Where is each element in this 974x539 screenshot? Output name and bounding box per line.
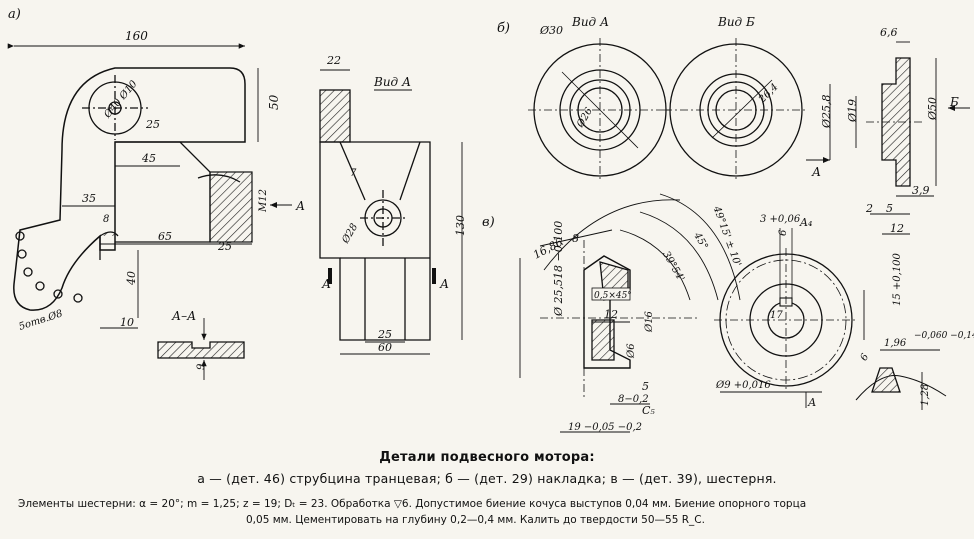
dim-12v: 12 [604,308,618,321]
dim-35: 35 [82,192,96,205]
figure-caption: Детали подвесного мотора: а — (дет. 46) … [0,450,974,486]
dim-40: 40 [125,271,138,286]
dim-7: 7 [350,168,357,179]
tooth-6: 6 [859,351,872,363]
dim-60: 60 [378,341,392,354]
notes-line-2: 0,05 мм. Цементировать на глубину 0,2—0,… [246,514,705,526]
dim-5v: 5 [642,380,649,393]
dim-25: 25 [145,118,160,131]
dim-130: 130 [454,215,467,236]
dim-d25-8: Ø25,8 [820,94,833,129]
dim-39-54: 39°54' [660,250,686,284]
dim-a4: A₄ [799,216,812,229]
dim-6-6: 6,6 [880,26,898,39]
dim-45: 45 [141,152,156,165]
dim-d50: Ø50 [926,97,939,121]
tooth-tol: −0,060 −0,140 [914,331,974,341]
dim-d19: Ø19 [846,99,859,123]
gear-notes: Элементы шестерни: α = 20°; m = 1,25; z … [18,496,958,528]
dim-d30: Ø30 [539,24,563,37]
caption-subtitle: а — (дет. 46) струбцина транцевая; б — (… [197,471,777,486]
dim-d16: Ø16 [644,310,655,333]
dim-d6: Ø6 [626,343,637,359]
dim-d9: Ø9 +0,016 [715,380,771,391]
notes-line-1: Элементы шестерни: α = 20°; m = 1,25; z … [18,498,807,510]
clamp-side-view: Вид А 22 7 Ø28 130 25 60 А А [319,54,467,355]
point-a: А [807,396,816,409]
label-b: б) [497,21,510,36]
dim-c5: C₅ [642,404,655,417]
dim-22: 22 [326,54,341,67]
label-a: а) [8,7,21,22]
dim-25c: 25 [377,328,392,341]
arrow-b: Б [949,95,959,109]
dim-8v: 8 [572,232,579,245]
side-right-a: А [439,277,449,291]
tooth-1-28: 1,28 [920,384,931,406]
dim-19v: 19 −0,05 −0,2 [568,422,642,433]
dim-10: 10 [120,316,134,329]
dim-9: 9 [196,363,207,370]
view-b-title: Вид Б [717,15,755,29]
dim-m12: M12 [258,189,269,213]
dim-6-0: 6 [778,229,789,236]
dim-3-9: 3,9 [912,184,930,197]
dim-5: 5 [886,202,893,215]
dim-d28: Ø28 [340,222,360,246]
dim-12: 12 [890,222,904,235]
side-left-a: А [321,277,331,291]
drawing-canvas: а) 160 50 Ø40 Ø10 25 45 35 8 65 25 40 [7,7,974,433]
dim-holes: 5отв.Ø8 [18,308,65,333]
section-aa-label: А–А [171,309,196,323]
washer-views: б) Вид А Вид Б Ø30 Ø26 26,4 6,6 Ø25,8 Ø1… [497,15,970,235]
dim-d40: Ø40 Ø10 [102,78,140,121]
view-a-title: Вид А [571,15,609,29]
dim-8b: 8−0,2 [618,394,649,405]
dim-d25-518: Ø 25,518 −0,100 [552,221,565,317]
side-view-title: Вид А [373,75,411,89]
dim-50: 50 [267,94,281,110]
tooth-1-96: 1,96 [884,338,907,349]
dim-17: 17 [770,310,783,321]
dim-15: 15 +0,100 [892,252,903,306]
arrow-a: А [295,199,305,213]
dim-49: 49°15' ± 10' [710,204,742,268]
caption-title: Детали подвесного мотора: [379,450,595,465]
dim-26-4: 26,4 [756,82,780,106]
arrow-a-b: А [811,165,821,179]
dim-8: 8 [103,214,109,225]
dim-25b: 25 [217,240,232,253]
dim-65: 65 [158,230,172,243]
label-v: в) [482,215,495,230]
dim-chamfer: 0,5×45° [594,291,632,301]
dim-3-06: 3 +0,06 [760,214,801,225]
clamp-front-view: а) 160 50 Ø40 Ø10 25 45 35 8 65 25 40 [7,7,305,333]
section-aa: А–А 9 [157,309,245,380]
dim-160: 160 [125,29,148,43]
dim-2: 2 [865,202,873,215]
